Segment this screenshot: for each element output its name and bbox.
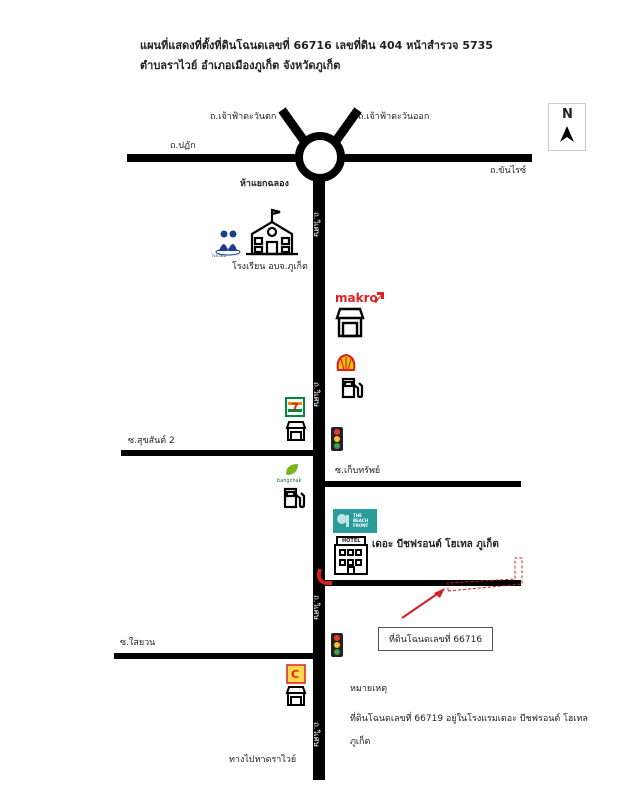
road-chanrai — [342, 154, 532, 162]
traffic-light-icon — [331, 427, 343, 451]
fuel-pump-icon — [283, 487, 306, 509]
store-icon — [335, 307, 365, 338]
seven-eleven-text: 7 — [291, 401, 299, 414]
map-title-line1: แผนที่แสดงที่ตั้งที่ดินโฉนดเลขที่ 66716 … — [140, 39, 493, 52]
store-icon — [285, 686, 307, 706]
school-logo-text: โรงเรียน — [211, 253, 226, 258]
road-soi-saiyuan — [114, 653, 313, 659]
road-soi-kebsap — [325, 481, 521, 487]
makro-logo: makro — [335, 291, 378, 305]
traffic-light-icon — [331, 633, 343, 657]
map-title-line2: ตำบลราไวย์ อำเภอเมืองภูเก็ต จังหวัดภูเก็… — [140, 59, 341, 72]
label-road-east: ถ.เจ้าฟ้าตะวันออก — [358, 112, 430, 122]
school-building-icon — [246, 208, 298, 256]
north-arrow-icon — [560, 126, 574, 142]
label-road-chanrai: ถ.ขันไรซ์ — [490, 166, 527, 176]
hotel-sign: HOTEL — [342, 538, 361, 544]
beachfront-mark-icon — [337, 514, 349, 527]
school-logo-icon — [215, 230, 241, 256]
note-line1: ที่ดินโฉนดเลขที่ 66719 อยู่ในโรงแรมเดอะ … — [350, 714, 588, 724]
cj-logo-text: C — [291, 668, 300, 681]
main-road — [313, 180, 325, 780]
fuel-pump-icon — [341, 377, 364, 399]
label-main-road-2: ถ.วิเศษ — [312, 382, 321, 407]
label-hotel: เดอะ บีชฟรอนต์ โฮเทล ภูเก็ต — [372, 539, 499, 550]
label-junction: ห้าแยกฉลอง — [240, 179, 289, 189]
cj-logo-icon — [286, 664, 306, 684]
beachfront-logo-text: THE BEACH FRONT — [353, 513, 369, 528]
label-soi-suksan: ซ.สุขสันต์ 2 — [128, 436, 175, 446]
label-school: โรงเรียน อบจ.ภูเก็ต — [232, 262, 308, 272]
note-line2: ภูเก็ต — [350, 737, 371, 747]
label-soi-saiyuan: ซ.ใสยวน — [120, 638, 156, 648]
label-soi-kebsap: ซ.เก็บทรัพย์ — [335, 466, 381, 476]
road-soi-suksan — [121, 450, 313, 456]
store-icon — [285, 421, 307, 441]
compass-letter: N — [562, 107, 573, 122]
label-to-rawai: ทางไปหาดราไวย์ — [229, 755, 297, 765]
label-main-road-1: ถ.วิเศษ — [312, 212, 321, 237]
beachfront-logo: THE BEACH FRONT — [333, 509, 377, 533]
roundabout-icon — [278, 107, 362, 182]
seven-eleven-logo-icon — [285, 397, 305, 417]
note-heading: หมายเหตุ — [350, 684, 388, 694]
bangchak-text: bangchak — [277, 478, 302, 484]
parcel-marker — [316, 557, 523, 619]
road-parcel-soi — [325, 580, 521, 586]
label-main-road-4: ถ.วิเศษ — [312, 722, 321, 747]
compass: N — [548, 103, 586, 151]
label-road-west: ถ.เจ้าฟ้าตะวันตก — [210, 112, 277, 122]
label-road-paklok: ถ.ปฏัก — [170, 141, 196, 151]
hotel-icon — [334, 536, 368, 575]
bangchak-logo-icon — [286, 464, 298, 475]
parcel-label-box: ที่ดินโฉนดเลขที่ 66716 — [378, 627, 494, 651]
road-paklok — [127, 154, 299, 162]
shell-logo-icon — [336, 353, 356, 371]
parcel-label: ที่ดินโฉนดเลขที่ 66716 — [389, 635, 483, 645]
makro-arrow-icon — [374, 292, 384, 303]
